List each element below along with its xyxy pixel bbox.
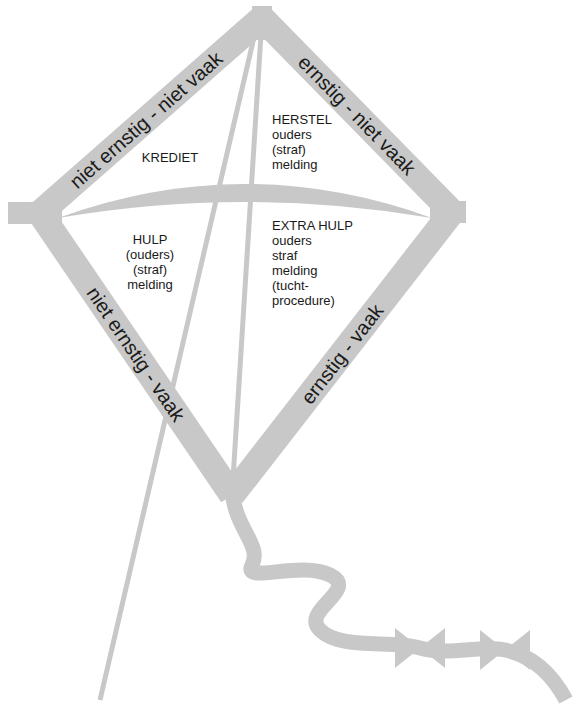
frame-band bbox=[262, 18, 452, 212]
kite-tail bbox=[232, 492, 566, 700]
quadrant-text: ouders straf melding (tucht- procedure) bbox=[272, 233, 335, 308]
quadrant-text: (ouders) (straf) melding bbox=[126, 247, 174, 292]
edge-label: niet ernstig - niet vaak bbox=[65, 47, 227, 193]
kite-string bbox=[100, 20, 258, 700]
quadrant-heading: HERSTEL bbox=[272, 112, 332, 127]
edge-label: niet ernstig - vaak bbox=[82, 283, 189, 426]
quadrant-heading: HULP bbox=[133, 232, 168, 247]
tail-bow bbox=[420, 628, 445, 668]
kite-crossbar bbox=[58, 184, 432, 218]
frame-band bbox=[40, 18, 262, 213]
quadrant-text: ouders (straf) melding bbox=[272, 127, 318, 172]
tail-bow bbox=[480, 630, 505, 670]
kite-spine bbox=[232, 18, 262, 495]
frame-band bbox=[232, 212, 452, 495]
tail-bow bbox=[395, 628, 420, 668]
quadrant-heading: KREDIET bbox=[142, 150, 198, 165]
tail-bow bbox=[505, 630, 530, 670]
edge-label: ernstig - vaak bbox=[296, 300, 387, 408]
frame-band bbox=[40, 213, 232, 495]
quadrant-heading: EXTRA HULP bbox=[272, 218, 353, 233]
